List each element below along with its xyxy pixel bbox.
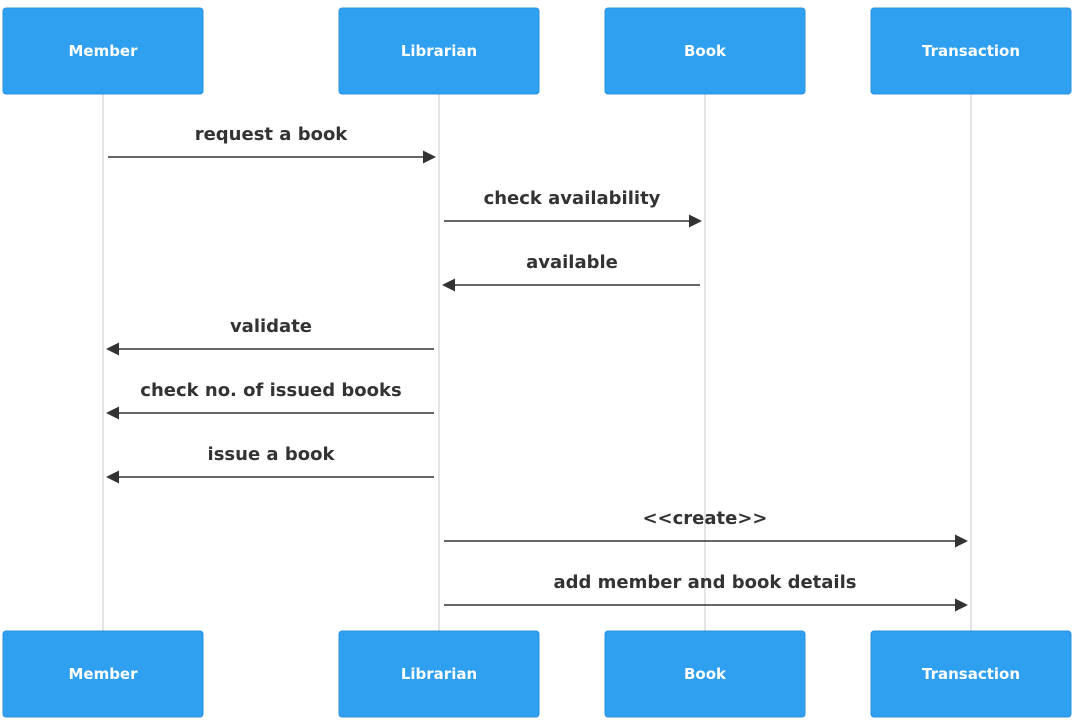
message-label: validate <box>230 316 312 337</box>
message-label: check availability <box>484 188 661 209</box>
message-arrowhead <box>423 150 436 164</box>
actor-box <box>338 630 540 718</box>
message-arrowhead <box>955 534 968 548</box>
message-4: validate <box>106 316 434 356</box>
actor-box <box>338 7 540 95</box>
actor-label: Book <box>684 665 727 683</box>
message-arrowhead <box>955 598 968 612</box>
message-label: <<create>> <box>642 508 767 529</box>
actor-box <box>2 7 204 95</box>
message-arrowhead <box>106 342 119 356</box>
actor-librarian-top: Librarian <box>338 7 540 95</box>
message-1: request a book <box>108 124 436 164</box>
messages: request a book check availability availabl… <box>106 124 968 612</box>
actor-librarian-bottom: Librarian <box>338 630 540 718</box>
message-7: <<create>> <box>444 508 968 548</box>
message-2: check availability <box>444 188 702 228</box>
actor-book-top: Book <box>604 7 806 95</box>
actor-label: Librarian <box>401 42 477 60</box>
message-label: request a book <box>195 124 349 145</box>
actor-label: Librarian <box>401 665 477 683</box>
actor-label: Transaction <box>922 42 1020 60</box>
message-6: issue a book <box>106 444 434 484</box>
message-arrowhead <box>689 214 702 228</box>
actor-label: Member <box>68 42 138 60</box>
actor-label: Book <box>684 42 727 60</box>
actor-label: Member <box>68 665 138 683</box>
actor-box <box>604 630 806 718</box>
message-3: available <box>442 252 700 292</box>
message-arrowhead <box>442 278 455 292</box>
actor-book-bottom: Book <box>604 630 806 718</box>
message-label: available <box>526 252 618 273</box>
message-arrowhead <box>106 406 119 420</box>
message-label: add member and book details <box>553 572 856 593</box>
lifelines <box>102 94 972 631</box>
message-label: issue a book <box>208 444 336 465</box>
actor-member-bottom: Member <box>2 630 204 718</box>
actor-transaction-bottom: Transaction <box>870 630 1072 718</box>
actor-box <box>604 7 806 95</box>
actor-box <box>2 630 204 718</box>
message-8: add member and book details <box>444 572 968 612</box>
actor-box <box>870 630 1072 718</box>
actor-member-top: Member <box>2 7 204 95</box>
actor-transaction-top: Transaction <box>870 7 1072 95</box>
message-arrowhead <box>106 470 119 484</box>
message-5: check no. of issued books <box>106 380 434 420</box>
message-label: check no. of issued books <box>140 380 401 401</box>
actor-box <box>870 7 1072 95</box>
actor-label: Transaction <box>922 665 1020 683</box>
actors: MemberMemberLibrarianLibrarianBookBookTr… <box>2 7 1072 718</box>
